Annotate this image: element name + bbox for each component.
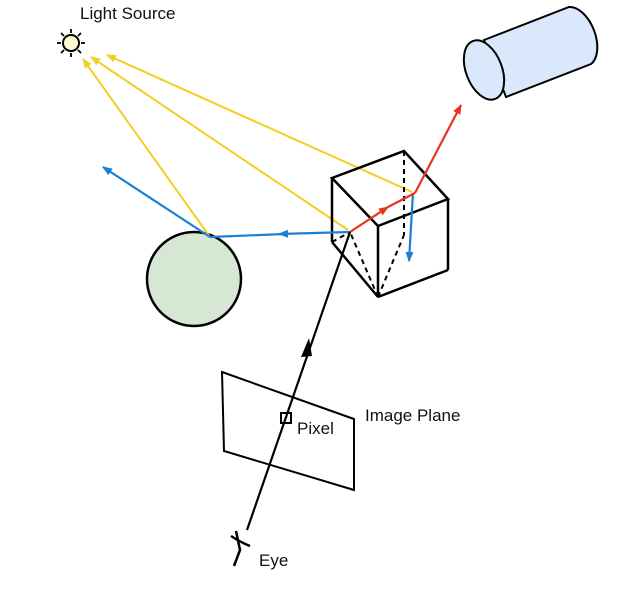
eye-label: Eye	[259, 551, 288, 570]
pixel-label: Pixel	[297, 419, 334, 438]
reflection-ray-segment-1	[278, 229, 351, 238]
pixel-square	[280, 412, 292, 424]
view-ray	[245, 231, 352, 531]
reflection-ray-segment-2	[209, 232, 286, 239]
shadow-rays	[82, 54, 413, 238]
light-source-label: Light Source	[80, 4, 175, 23]
image-plane-label: Image Plane	[365, 406, 460, 425]
cube-hidden-edges	[349, 231, 449, 298]
sun-icon	[57, 29, 85, 57]
sphere-shape	[145, 230, 243, 328]
primary-ray-line	[245, 231, 352, 531]
shadow-ray-from-sphere	[82, 58, 211, 238]
refraction-ray-interior	[387, 192, 416, 208]
primary-ray-arrowhead	[301, 338, 312, 357]
shadow-ray-from-interior	[106, 54, 413, 193]
eye-icon	[230, 530, 251, 567]
refraction-ray-to-cylinder	[414, 104, 462, 194]
shadow-ray-from-hit	[90, 56, 349, 231]
cube-shape	[329, 149, 451, 299]
reflection-rays	[102, 166, 415, 262]
refraction-ray-into-cube	[349, 206, 389, 233]
image-plane	[220, 370, 355, 492]
reflection-ray-from-sphere	[102, 166, 211, 238]
cylinder-shape	[462, 5, 599, 101]
refraction-rays	[349, 104, 462, 233]
reflection-ray-interior	[405, 192, 415, 262]
